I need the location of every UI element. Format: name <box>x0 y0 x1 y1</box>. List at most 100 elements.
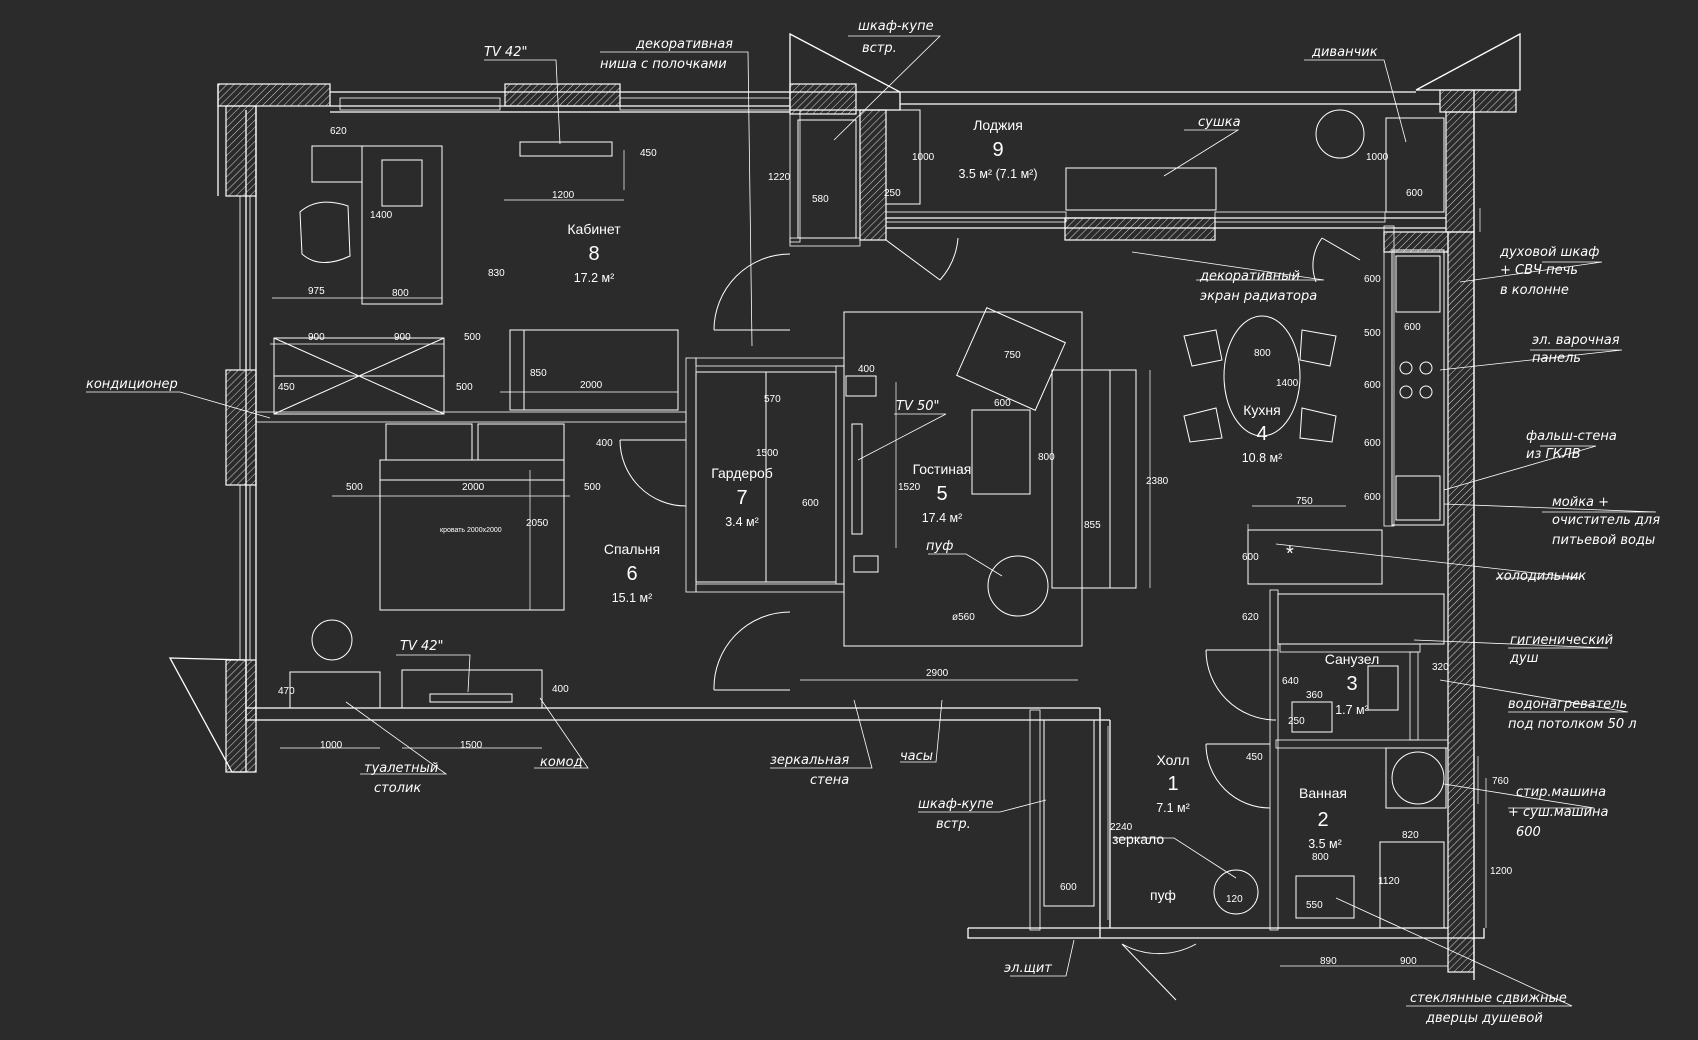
dim-1500a: 1500 <box>756 448 779 459</box>
note-heater-1: водонагреватель <box>1508 697 1627 712</box>
window-office <box>339 97 501 111</box>
note-dresser: комод <box>540 755 583 770</box>
dim-800-desk: 800 <box>392 288 409 299</box>
kitchen-chair-1 <box>1183 329 1223 367</box>
wall-wardrobe-north <box>695 357 845 367</box>
note-decor-niche-1: декоративная <box>635 37 733 52</box>
kitchen-chair-4 <box>1299 407 1337 443</box>
wall-bath-west <box>1269 649 1279 931</box>
note-radiator-2: экран радиатора <box>1200 289 1317 304</box>
armchair-1 <box>971 409 1031 495</box>
sofa-back <box>1109 369 1137 589</box>
dim-470: 470 <box>278 686 295 697</box>
door-bedroom-2 <box>713 611 791 691</box>
dim-800-bath: 800 <box>1312 852 1329 863</box>
dim-600-k4: 600 <box>1364 438 1381 449</box>
note-wardrobe-bottom-1: шкаф-купе <box>918 797 994 812</box>
note-clock: часы <box>900 749 933 764</box>
wall-west-mid <box>225 369 257 486</box>
dim-800-table: 800 <box>1254 348 1271 359</box>
dim-320: 320 <box>1432 662 1449 673</box>
dim-600-k5: 600 <box>1364 492 1381 503</box>
office-monitor <box>381 159 423 207</box>
sink-wc <box>1291 701 1333 733</box>
dim-900a: 900 <box>308 332 325 343</box>
dim-1000c: 1000 <box>320 740 343 751</box>
room-area-6: 15.1 м² <box>612 591 653 605</box>
note-oven-1: духовой шкаф <box>1499 245 1599 260</box>
note-wardrobe-top-1: шкаф-купе <box>858 19 934 34</box>
dim-250-wc: 250 <box>1288 716 1305 727</box>
note-wardrobe-bottom-2: встр. <box>936 817 971 832</box>
dim-450b: 450 <box>278 382 295 393</box>
note-fridge: холодильник <box>1495 569 1586 584</box>
dim-450c: 450 <box>1246 752 1263 763</box>
wall-wardrobe-east <box>835 365 845 585</box>
note-star: * <box>1286 543 1294 565</box>
annotation-leaders <box>86 35 1657 1007</box>
note-wardrobe-top-2: встр. <box>862 41 897 56</box>
pouf-living <box>987 555 1049 617</box>
fridge <box>1247 529 1383 585</box>
sofa <box>1051 369 1137 589</box>
window-west-1 <box>239 195 251 371</box>
dim-2380: 2380 <box>1146 476 1169 487</box>
tv-living <box>851 423 863 535</box>
note-washer-3: 600 <box>1516 825 1541 840</box>
dim-500a: 500 <box>464 332 481 343</box>
vanity-table <box>289 671 381 709</box>
note-washer-2: + суш.машина <box>1508 805 1609 820</box>
door-loggia-1 <box>885 237 959 281</box>
dim-760: 760 <box>1492 776 1509 787</box>
note-false-wall-1: фальш-стена <box>1526 429 1617 444</box>
dim-620-k: 620 <box>1242 612 1259 623</box>
note-vanity-1: туалетный <box>364 761 438 776</box>
dim-120: 120 <box>1226 894 1243 905</box>
dim-600-hall: 600 <box>1060 882 1077 893</box>
note-mirror: зеркало <box>1112 831 1164 847</box>
wall-loggia-west <box>859 109 887 241</box>
room-name-1: Холл <box>1157 752 1190 768</box>
wall-wc-west <box>1269 589 1279 651</box>
note-tv42-office: TV 42" <box>484 45 528 60</box>
tv-bedroom <box>429 693 513 703</box>
dim-2000-sofa: 2000 <box>580 380 603 391</box>
dim-400b: 400 <box>596 438 613 449</box>
wall-east-top <box>1445 111 1475 233</box>
annotations: TV 42" декоративная ниша с полочками шка… <box>86 19 1660 1026</box>
door-bath <box>1205 743 1271 809</box>
dim-1400-desk: 1400 <box>370 210 393 221</box>
dim-400c: 400 <box>552 684 569 695</box>
window-west-2 <box>239 484 251 661</box>
note-dryer: сушка <box>1198 115 1241 130</box>
nightstand-left <box>385 423 473 461</box>
dim-1000b: 1000 <box>1366 152 1389 163</box>
room-name-6: Спальня <box>604 541 660 557</box>
washer <box>1391 751 1445 805</box>
wall-east-loggia-pier <box>1439 89 1517 113</box>
furniture <box>273 109 1447 929</box>
dim-750-k: 750 <box>1296 496 1313 507</box>
note-vanity-2: столик <box>374 781 421 796</box>
note-hob-1: эл. варочная <box>1532 333 1620 348</box>
wall-bath-north <box>1275 739 1449 749</box>
note-washer-1: стир.машина <box>1516 785 1606 800</box>
shower-tray <box>1379 841 1445 929</box>
office-chair <box>299 201 351 263</box>
dim-900-bath: 900 <box>1400 956 1417 967</box>
dimension-lines <box>270 150 1487 967</box>
dim-560: ø560 <box>952 612 975 623</box>
loggia-shelf <box>885 109 921 205</box>
dim-570: 570 <box>764 394 781 405</box>
wall-wc-east <box>1409 651 1419 741</box>
dim-600-k6: 600 <box>1242 552 1259 563</box>
room-number-4: 4 <box>1256 423 1267 445</box>
dim-500b: 500 <box>456 382 473 393</box>
dryer <box>1065 167 1217 211</box>
note-hyg-shower-1: гигиенический <box>1510 633 1613 648</box>
wall-radiator-pier <box>1064 217 1216 241</box>
wall-wardrobe-south <box>695 583 845 593</box>
wall-north-tv-pier <box>504 83 621 107</box>
dim-850: 850 <box>530 368 547 379</box>
window-office-2 <box>619 97 791 111</box>
